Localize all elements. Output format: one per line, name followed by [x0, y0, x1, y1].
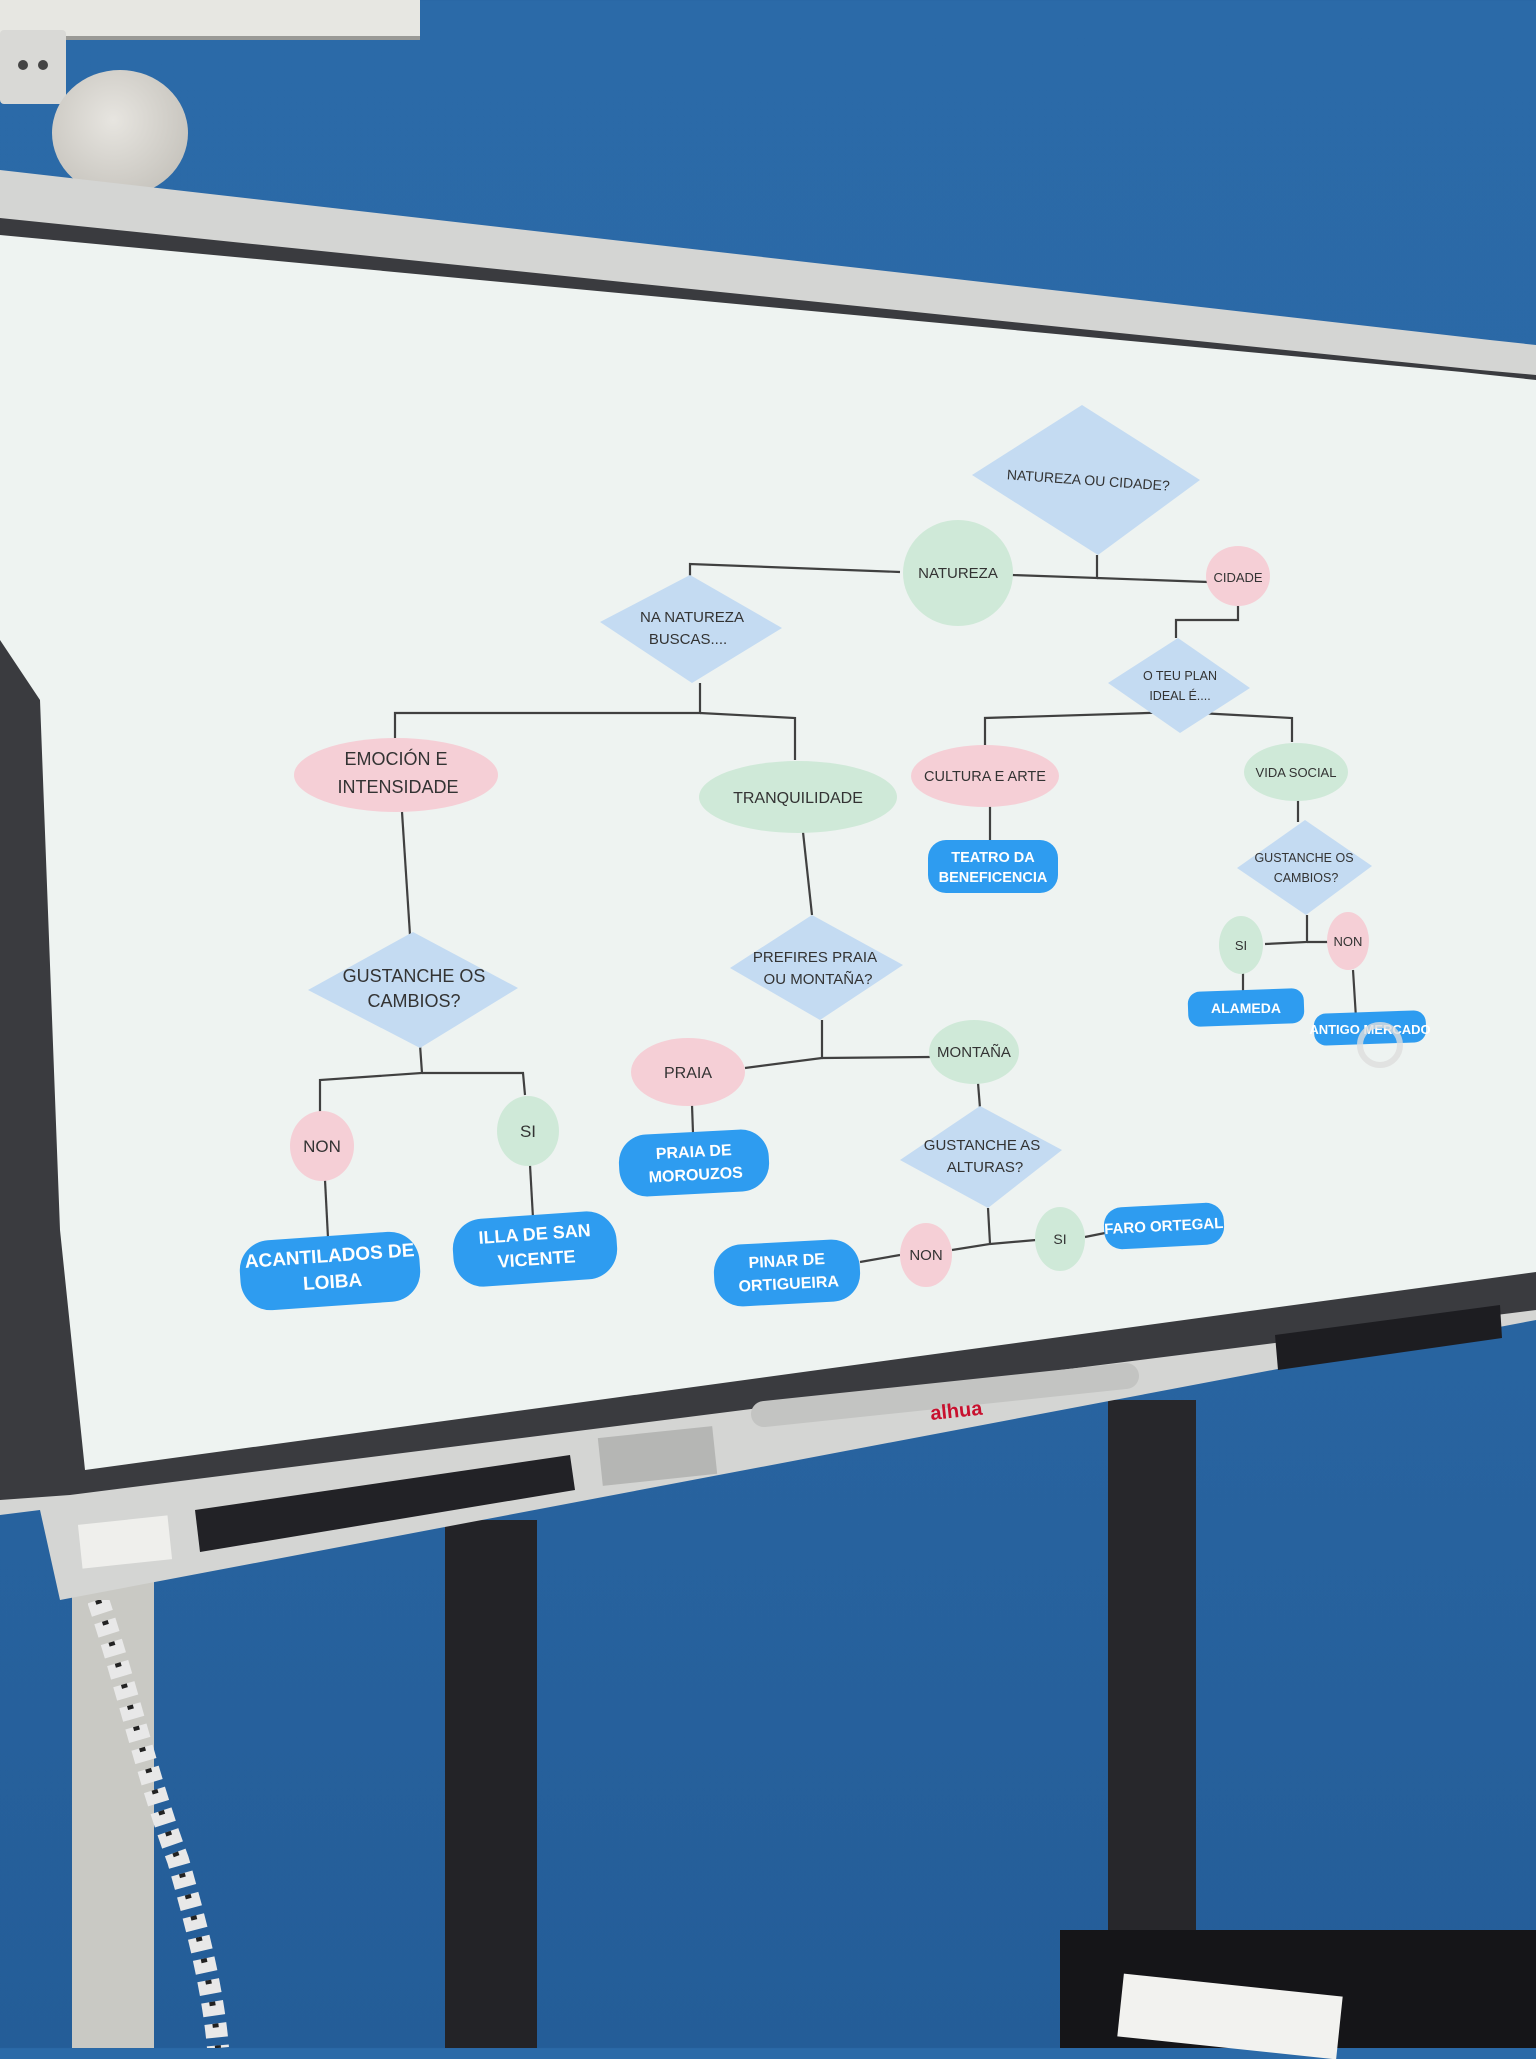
option-node-non-social: NON: [1327, 912, 1369, 970]
svg-text:MOROUZOS: MOROUZOS: [648, 1165, 743, 1187]
wall-outlet: [0, 30, 66, 104]
svg-text:BUSCAS....: BUSCAS....: [649, 631, 727, 648]
wall-shelf: [0, 0, 420, 40]
result-node-antigo-mercado: ANTIGO MERCADO: [1309, 1010, 1431, 1068]
svg-text:SI: SI: [520, 1122, 536, 1141]
svg-text:MONTAÑA: MONTAÑA: [937, 1044, 1011, 1061]
svg-text:O TEU PLAN: O TEU PLAN: [1143, 669, 1217, 683]
pen-tray: [750, 1362, 1140, 1428]
question-node-alturas: GUSTANCHE AS ALTURAS?: [900, 1106, 1062, 1208]
svg-text:TEATRO DA: TEATRO DA: [951, 850, 1035, 866]
ceiling-speaker: [52, 70, 188, 196]
connector-lines: [318, 555, 1358, 1264]
question-node-cambios-emocion: GUSTANCHE OS CAMBIOS?: [308, 932, 518, 1048]
stand-bracket: [72, 1560, 154, 2048]
option-node-montana: MONTAÑA: [929, 1020, 1019, 1084]
touch-cursor-icon: [1357, 1022, 1403, 1068]
result-node-praia-morouzos: PRAIA DE MOROUZOS: [618, 1129, 770, 1197]
svg-text:FARO ORTEGAL: FARO ORTEGAL: [1104, 1215, 1224, 1238]
svg-text:NA NATUREZA: NA NATUREZA: [640, 609, 744, 626]
result-node-pinar: PINAR DE ORTIGUEIRA: [713, 1239, 861, 1307]
svg-text:TRANQUILIDADE: TRANQUILIDADE: [733, 790, 863, 807]
front-port-panel: [195, 1455, 575, 1552]
option-node-emocion: EMOCIÓN E INTENSIDADE: [294, 738, 498, 812]
svg-text:LOIBA: LOIBA: [302, 1270, 363, 1295]
stand-pole-left: [445, 1520, 537, 2048]
result-node-faro: FARO ORTEGAL: [1104, 1202, 1225, 1250]
svg-text:ORTIGUEIRA: ORTIGUEIRA: [738, 1273, 840, 1295]
svg-text:NON: NON: [909, 1247, 942, 1264]
option-node-cidade: CIDADE: [1206, 546, 1270, 606]
option-node-non-alturas: NON: [900, 1223, 952, 1287]
svg-text:BENEFICENCIA: BENEFICENCIA: [939, 870, 1048, 886]
svg-text:CAMBIOS?: CAMBIOS?: [367, 991, 460, 1011]
speaker-grille: [597, 1426, 718, 1486]
svg-text:NATUREZA: NATUREZA: [918, 565, 998, 582]
svg-text:PRAIA: PRAIA: [664, 1065, 712, 1082]
device-label-sticker: [77, 1515, 173, 1569]
svg-text:GUSTANCHE OS: GUSTANCHE OS: [343, 966, 486, 986]
svg-text:SI: SI: [1053, 1231, 1066, 1247]
result-node-alameda: ALAMEDA: [1187, 988, 1305, 1027]
svg-text:EMOCIÓN E: EMOCIÓN E: [344, 748, 447, 769]
svg-text:VIDA SOCIAL: VIDA SOCIAL: [1256, 765, 1337, 780]
option-node-si-emocion: SI: [497, 1096, 559, 1166]
svg-text:ALAMEDA: ALAMEDA: [1211, 1000, 1281, 1016]
svg-text:NON: NON: [1334, 934, 1363, 949]
question-node-cambios-social: GUSTANCHE OS CAMBIOS?: [1237, 820, 1372, 915]
option-node-praia: PRAIA: [631, 1038, 745, 1106]
question-node-teu-plan: O TEU PLAN IDEAL É....: [1108, 638, 1250, 733]
result-node-illa: ILLA DE SAN VICENTE: [452, 1211, 618, 1287]
svg-text:PRAIA DE: PRAIA DE: [655, 1142, 732, 1163]
display-screen: [0, 235, 1536, 1470]
question-node-root: NATUREZA OU CIDADE?: [972, 405, 1200, 555]
svg-text:CULTURA E ARTE: CULTURA E ARTE: [924, 769, 1046, 785]
svg-text:IDEAL É....: IDEAL É....: [1149, 688, 1210, 703]
result-node-acantilados: ACANTILADOS DE LOIBA: [239, 1231, 421, 1311]
spiral-cable: [88, 1600, 229, 2048]
svg-text:PREFIRES PRAIA: PREFIRES PRAIA: [753, 949, 877, 966]
question-node-praia-montana: PREFIRES PRAIA OU MONTAÑA?: [730, 915, 903, 1020]
svg-text:NON: NON: [303, 1137, 341, 1156]
svg-text:INTENSIDADE: INTENSIDADE: [337, 777, 458, 797]
svg-text:OU MONTAÑA?: OU MONTAÑA?: [764, 971, 873, 988]
option-node-vida-social: VIDA SOCIAL: [1244, 743, 1348, 801]
svg-text:PINAR DE: PINAR DE: [748, 1251, 826, 1272]
svg-text:CAMBIOS?: CAMBIOS?: [1274, 871, 1339, 885]
option-node-si-alturas: SI: [1035, 1207, 1085, 1271]
option-node-non-emocion: NON: [290, 1111, 354, 1181]
svg-text:GUSTANCHE OS: GUSTANCHE OS: [1254, 851, 1353, 865]
svg-text:ALTURAS?: ALTURAS?: [947, 1159, 1023, 1176]
option-node-tranquilidade: TRANQUILIDADE: [699, 761, 897, 833]
option-node-cultura: CULTURA E ARTE: [911, 745, 1059, 807]
option-node-natureza: NATUREZA: [903, 520, 1013, 626]
option-node-si-social: SI: [1219, 916, 1263, 974]
question-node-na-natureza: NA NATUREZA BUSCAS....: [600, 575, 782, 683]
result-node-teatro: TEATRO DA BENEFICENCIA: [928, 840, 1058, 893]
svg-text:SI: SI: [1235, 938, 1247, 953]
svg-text:GUSTANCHE AS: GUSTANCHE AS: [924, 1137, 1040, 1154]
svg-text:CIDADE: CIDADE: [1213, 570, 1262, 585]
control-button-panel: [1275, 1305, 1502, 1370]
